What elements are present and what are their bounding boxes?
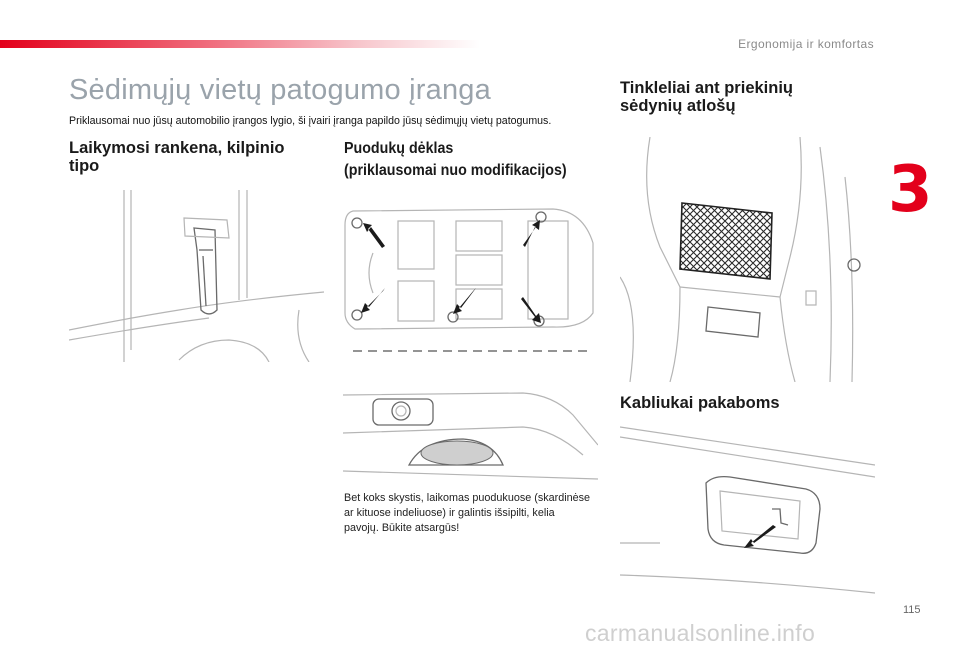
- cabin-top-view-illustration: [344, 208, 594, 352]
- section-title-line: tipo: [69, 156, 100, 175]
- chapter-number: 3: [888, 153, 933, 227]
- page-title: Sėdimųjų vietų patogumo įranga: [69, 74, 491, 106]
- cupholder-illustration: [343, 392, 598, 480]
- section-title-hooks: Kabliukai pakaboms: [620, 394, 780, 412]
- running-header: Ergonomija ir komfortas: [738, 37, 874, 51]
- section-title-cupholder: Puodukų dėklas (priklausomai nuo modifik…: [344, 138, 567, 183]
- section-title-line: sėdynių atlošų: [620, 96, 736, 115]
- intro-text: Priklausomai nuo jūsų automobilio įrango…: [69, 115, 552, 127]
- seatback-net-illustration: [620, 137, 861, 382]
- page-number: 115: [903, 604, 921, 616]
- section-title-line: Laikymosi rankena, kilpinio: [69, 139, 285, 157]
- warning-text: Bet koks skystis, laikomas puodukuose (s…: [344, 492, 591, 535]
- coat-hook-illustration: [620, 426, 875, 594]
- section-title-nets: Tinkleliai ant priekinių sėdynių atlošų: [620, 79, 793, 116]
- section-title-line: Tinkleliai ant priekinių: [620, 79, 793, 97]
- section-title-line: Puodukų dėklas: [344, 140, 454, 157]
- section-title-line: (priklausomai nuo modifikacijos): [344, 162, 567, 180]
- grab-handle-illustration: [69, 190, 324, 362]
- header-accent-bar: [0, 40, 480, 48]
- watermark: carmanualsonline.info: [585, 620, 816, 646]
- section-title-handle: Laikymosi rankena, kilpinio tipo: [69, 139, 285, 176]
